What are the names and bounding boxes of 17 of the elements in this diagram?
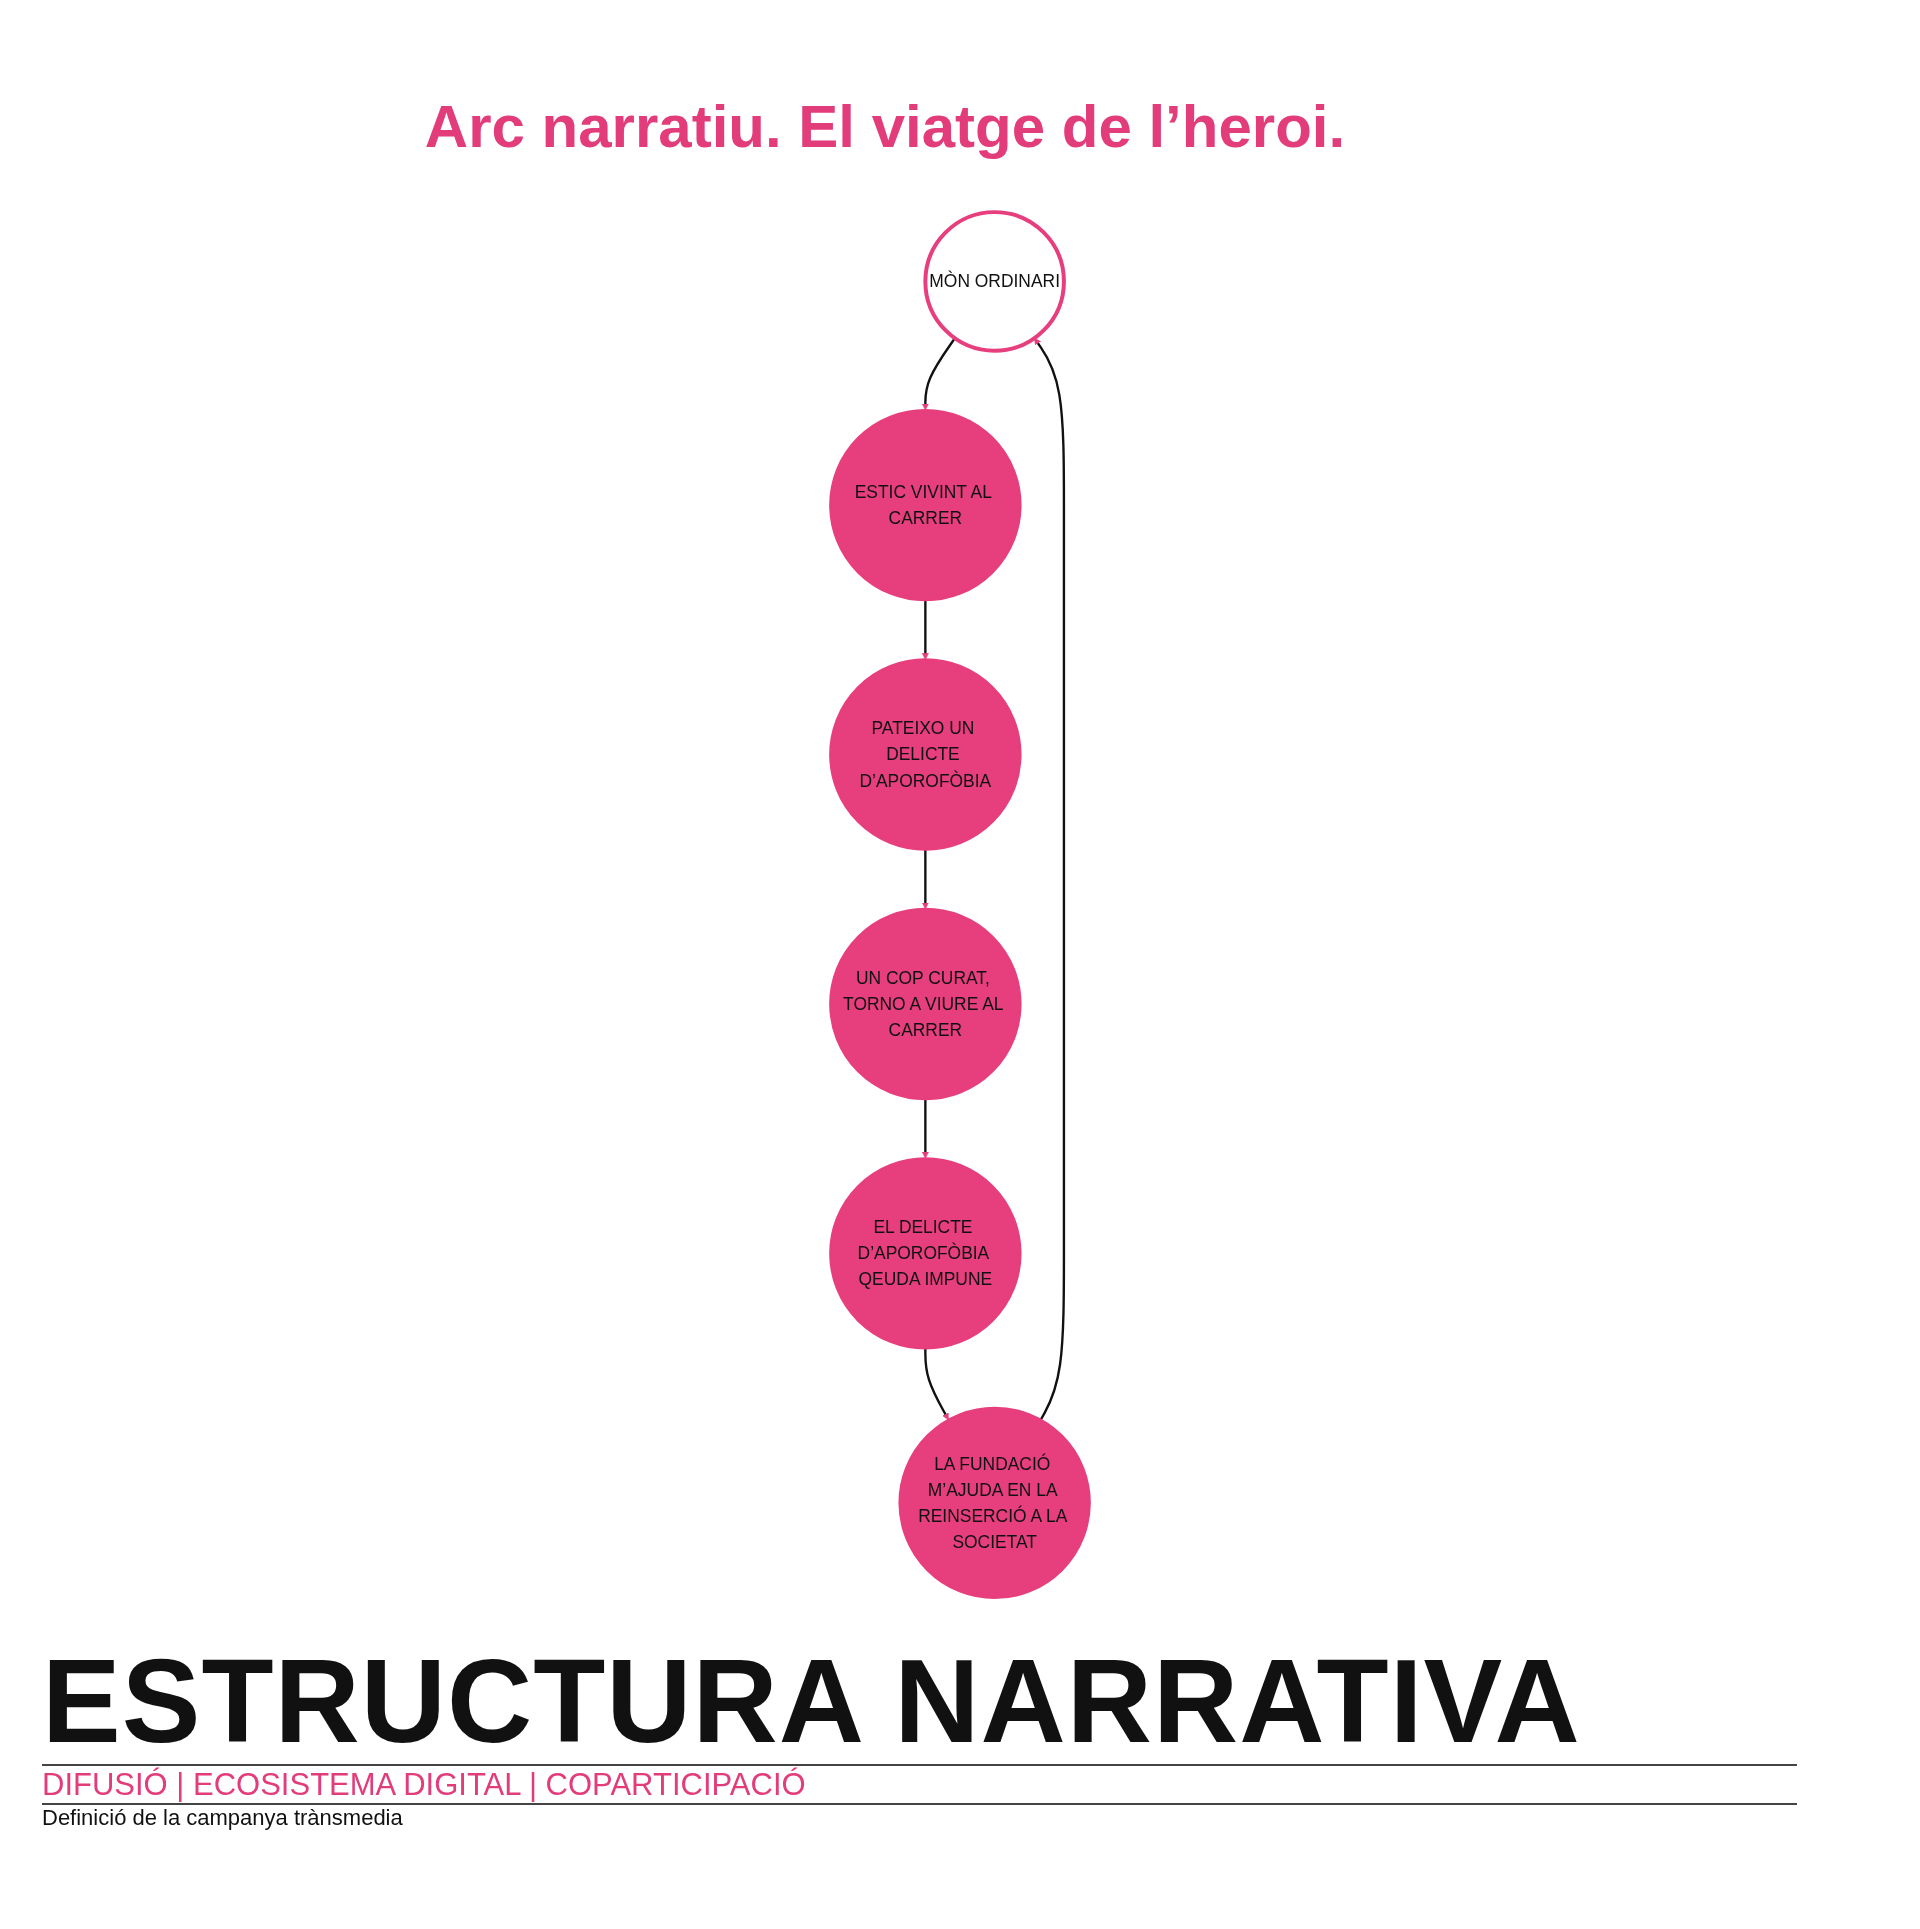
node-circle (829, 658, 1022, 851)
arrow (924, 1348, 949, 1421)
topic-line: DIFUSIÓ | ECOSISTEMA DIGITAL | COPARTICIPACIÓ (42, 1765, 806, 1804)
arrow (921, 849, 929, 910)
arrow (921, 1099, 929, 1159)
arrow (921, 337, 956, 411)
node-circle (898, 1406, 1091, 1600)
arrow (921, 600, 929, 660)
subtitle-text: Definició de la campanya trànsmedia (42, 1805, 403, 1832)
footer-heading: ESTRUCTURA NARRATIVA (42, 1640, 1581, 1764)
diagram-title: Arc narratiu. El viatge de l’heroi. (423, 92, 1347, 161)
node-circle (829, 907, 1022, 1101)
arrow (1034, 337, 1066, 1421)
cycle-diagram: MÒN ORDINARI ESTIC VIVINT AL CARRER PATEIXO UN DELICTE D’APOROFÒBIA UN COP CURAT, TORNO A VIURE AL CARRER EL DELICTE D’APOROFÒBIA QEUDA IMPUNE LA FUNDACIÓ M’AJUDA EN LA REINSERCIÓ A LA SOCIETAT (824, 205, 1096, 1605)
node-circle (829, 1157, 1022, 1350)
node-circle (923, 210, 1066, 353)
node-circle (829, 408, 1022, 602)
